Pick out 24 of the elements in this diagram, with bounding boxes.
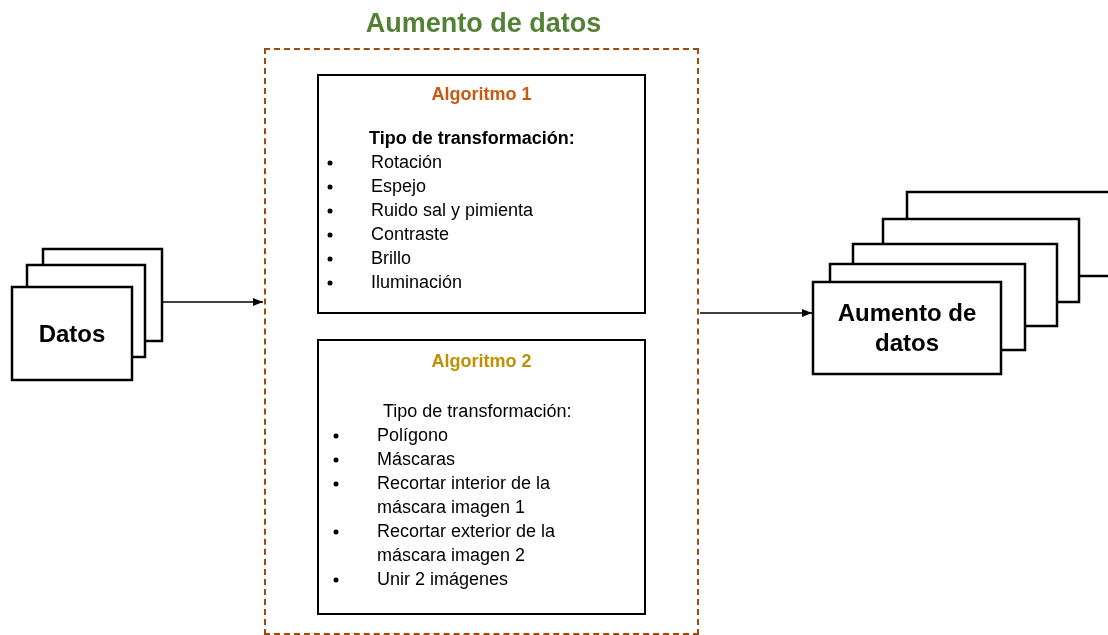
- list-item: Espejo: [371, 176, 427, 196]
- list-item: Contraste: [371, 224, 450, 244]
- list-item: Rotación: [371, 152, 443, 172]
- stack-label: Datos: [37, 318, 107, 349]
- list-item: Recortar exterior de la máscara imagen 2: [377, 521, 556, 565]
- list-item: Ruido sal y pimienta: [371, 200, 534, 220]
- list-item: Máscaras: [377, 449, 456, 469]
- algorithm-box: [317, 74, 646, 314]
- list-item: Unir 2 imágenes: [377, 569, 509, 589]
- list-heading: Tipo de transformación:: [369, 128, 575, 149]
- list-heading: Tipo de transformación:: [383, 401, 572, 422]
- list-item: Iluminación: [371, 272, 463, 292]
- arrow: [162, 297, 264, 307]
- group-title: Aumento de datos: [364, 8, 603, 39]
- algorithm-box: [317, 339, 646, 615]
- box-heading: Algoritmo 1: [430, 84, 533, 105]
- arrow: [699, 308, 813, 318]
- stacked-pages: [12, 249, 162, 380]
- box-heading: Algoritmo 2: [430, 351, 533, 372]
- stacked-pages: [813, 192, 1108, 374]
- stack-label: Aumento de datos: [836, 298, 978, 358]
- list-item: Brillo: [371, 248, 411, 268]
- list-item: Recortar interior de la máscara imagen 1: [377, 473, 551, 517]
- list-item: Polígono: [377, 425, 449, 445]
